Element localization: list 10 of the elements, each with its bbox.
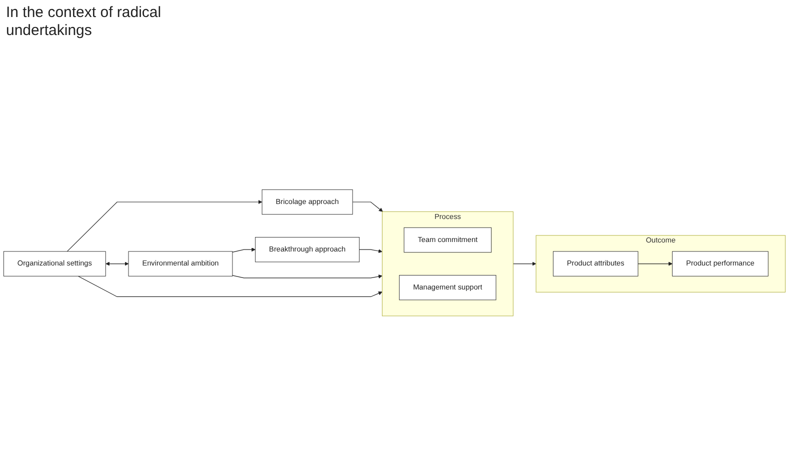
arrow bbox=[78, 276, 382, 298]
arrow bbox=[512, 262, 536, 266]
arrow bbox=[106, 262, 129, 266]
note-text: In the context of radical undertakings bbox=[6, 4, 162, 40]
arrow bbox=[352, 202, 383, 212]
arrow bbox=[232, 248, 256, 253]
arrow bbox=[232, 274, 382, 279]
arrow bbox=[359, 249, 382, 254]
arrow bbox=[638, 262, 673, 266]
arrow bbox=[66, 200, 262, 252]
